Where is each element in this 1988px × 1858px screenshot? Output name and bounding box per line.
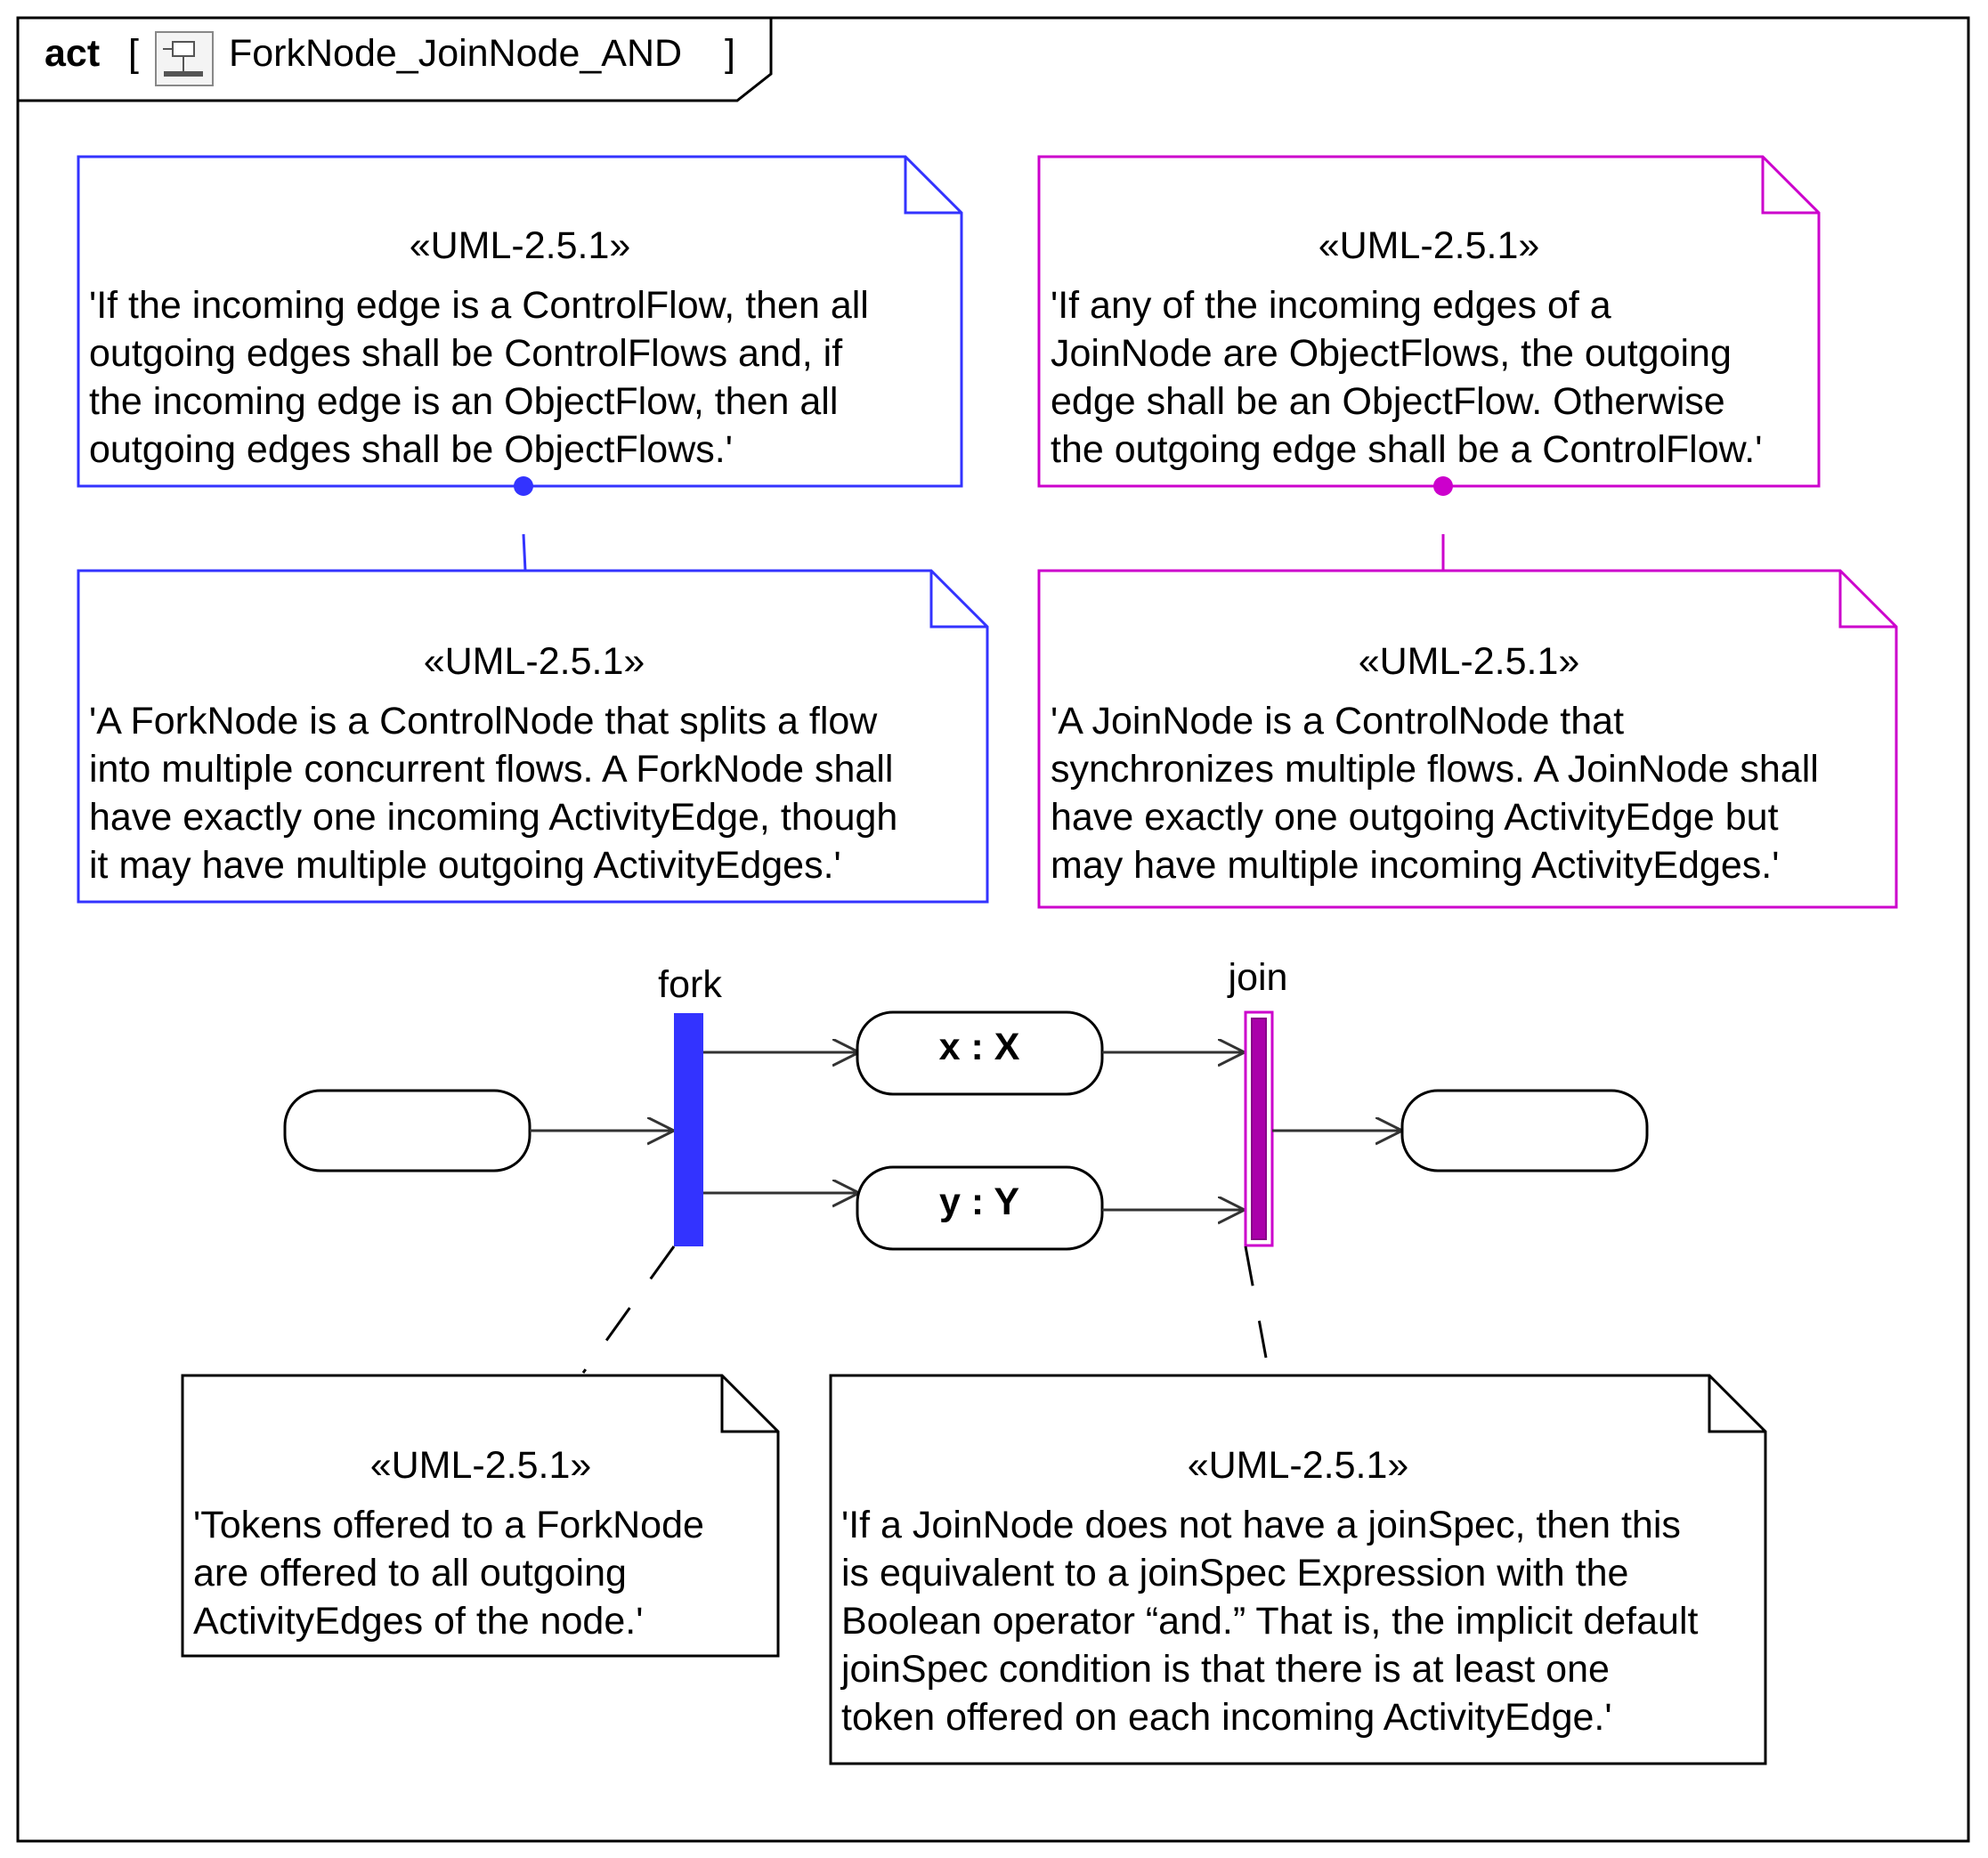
join-label: join bbox=[1227, 956, 1288, 999]
note-stereotype: «UML-2.5.1» bbox=[370, 1444, 592, 1487]
note-connector bbox=[522, 533, 527, 572]
note-stereotype: «UML-2.5.1» bbox=[1188, 1444, 1409, 1487]
note-fork-definition[interactable]: «UML-2.5.1» 'A ForkNode is a ControlNode… bbox=[77, 569, 989, 904]
note-line: joinSpec condition is that there is at l… bbox=[840, 1648, 1610, 1691]
note-line: 'A JoinNode is a ControlNode that bbox=[1051, 700, 1624, 742]
note-line: have exactly one incoming ActivityEdge, … bbox=[89, 796, 897, 839]
object-node-x-label: x : X bbox=[939, 1026, 1020, 1068]
note-join-rule[interactable]: «UML-2.5.1» 'If any of the incoming edge… bbox=[1037, 155, 1821, 488]
note-fork-rule[interactable]: «UML-2.5.1» 'If the incoming edge is a C… bbox=[77, 155, 963, 488]
note-line: ActivityEdges of the node.' bbox=[193, 1600, 643, 1643]
note-line: 'If a JoinNode does not have a joinSpec,… bbox=[841, 1504, 1681, 1546]
note-line: into multiple concurrent flows. A ForkNo… bbox=[89, 748, 893, 791]
activity-diagram-icon bbox=[155, 31, 214, 86]
note-line: have exactly one outgoing ActivityEdge b… bbox=[1051, 796, 1779, 839]
note-line: the outgoing edge shall be a ControlFlow… bbox=[1051, 428, 1762, 471]
note-stereotype: «UML-2.5.1» bbox=[1359, 640, 1580, 683]
note-stereotype: «UML-2.5.1» bbox=[410, 224, 631, 267]
anchor-dot bbox=[514, 476, 533, 496]
frame-kind: act bbox=[45, 32, 100, 75]
note-anchor-line bbox=[581, 1245, 676, 1374]
note-line: 'If the incoming edge is a ControlFlow, … bbox=[89, 284, 869, 327]
anchor-dot bbox=[1433, 476, 1453, 496]
note-line: synchronizes multiple flows. A JoinNode … bbox=[1051, 748, 1819, 791]
frame-title: ForkNode_JoinNode_AND bbox=[229, 32, 682, 75]
frame-bracket-close: ] bbox=[725, 32, 735, 75]
note-line: outgoing edges shall be ObjectFlows.' bbox=[89, 428, 733, 471]
object-node-y-label: y : Y bbox=[939, 1181, 1019, 1223]
fork-node[interactable] bbox=[674, 1013, 703, 1246]
note-line: 'A ForkNode is a ControlNode that splits… bbox=[89, 700, 878, 742]
note-stereotype: «UML-2.5.1» bbox=[424, 640, 645, 683]
diagram-frame bbox=[16, 16, 1970, 1843]
note-line: is equivalent to a joinSpec Expression w… bbox=[841, 1552, 1628, 1594]
note-line: may have multiple incoming ActivityEdges… bbox=[1051, 844, 1779, 887]
frame-bracket-open: [ bbox=[128, 32, 139, 75]
final-action[interactable] bbox=[1400, 1089, 1649, 1172]
note-stereotype: «UML-2.5.1» bbox=[1319, 224, 1540, 267]
note-line: edge shall be an ObjectFlow. Otherwise bbox=[1051, 380, 1725, 423]
note-anchor-line bbox=[1244, 1245, 1268, 1359]
note-line: token offered on each incoming ActivityE… bbox=[841, 1696, 1612, 1739]
note-line: Boolean operator “and.” That is, the imp… bbox=[841, 1600, 1699, 1643]
frame-header-border bbox=[18, 18, 773, 102]
fork-label: fork bbox=[658, 963, 722, 1006]
join-node-bar bbox=[1251, 1018, 1267, 1240]
object-node-y[interactable] bbox=[856, 1165, 1104, 1251]
note-line: outgoing edges shall be ControlFlows and… bbox=[89, 332, 843, 375]
note-fork-tokens[interactable]: «UML-2.5.1» 'Tokens offered to a ForkNod… bbox=[181, 1374, 780, 1658]
note-line: the incoming edge is an ObjectFlow, then… bbox=[89, 380, 838, 423]
note-line: are offered to all outgoing bbox=[193, 1552, 627, 1594]
note-line: 'Tokens offered to a ForkNode bbox=[193, 1504, 704, 1546]
note-join-definition[interactable]: «UML-2.5.1» 'A JoinNode is a ControlNode… bbox=[1037, 569, 1898, 909]
note-line: it may have multiple outgoing ActivityEd… bbox=[89, 844, 841, 887]
note-line: JoinNode are ObjectFlows, the outgoing bbox=[1051, 332, 1732, 375]
initial-action[interactable] bbox=[283, 1089, 531, 1172]
note-join-spec[interactable]: «UML-2.5.1» 'If a JoinNode does not have… bbox=[829, 1374, 1767, 1765]
note-line: 'If any of the incoming edges of a bbox=[1051, 284, 1611, 327]
